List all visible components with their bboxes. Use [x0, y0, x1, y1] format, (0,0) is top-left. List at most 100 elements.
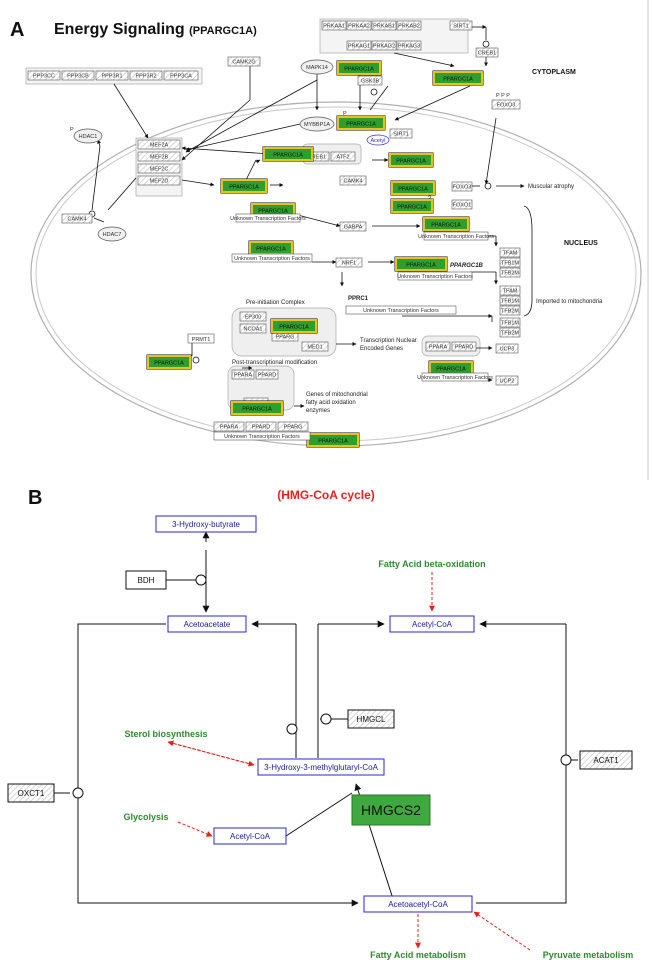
- gene-box-mef2d[interactable]: MEF2D: [137, 175, 181, 186]
- gene-box-ncoa1[interactable]: NCOA1: [239, 323, 267, 334]
- ppargc1a-box[interactable]: PPARGC1A: [390, 198, 434, 214]
- gene-box-camk2g[interactable]: CAMK2G: [227, 56, 261, 67]
- gene-box-ppara[interactable]: PPARA: [231, 369, 255, 380]
- gene-box-ppara[interactable]: PPARA: [425, 341, 451, 352]
- ppargc1a-box[interactable]: PPARGC1A: [230, 400, 284, 416]
- pathway-glycolysis-label: Glycolysis: [123, 812, 168, 822]
- gene-label-creb1: CREB1: [308, 155, 326, 161]
- gene-box-ppard[interactable]: PPARD: [245, 421, 277, 432]
- ppargc1a-box[interactable]: PPARGC1A: [336, 60, 382, 76]
- gene-box-ucp2[interactable]: UCP2: [495, 375, 519, 386]
- gene-box-ppp3r2[interactable]: PPP3R2: [129, 70, 163, 81]
- gene-box-nrf1[interactable]: NRF1: [335, 257, 363, 268]
- ppargc1a-box[interactable]: PPARGC1A: [262, 146, 314, 162]
- ppargc1a-box[interactable]: PPARGC1A: [422, 216, 470, 232]
- unknown-tf-box[interactable]: [235, 213, 301, 223]
- gene-box-ppara[interactable]: PPARA: [213, 421, 245, 432]
- ppargc1a-box[interactable]: PPARGC1A: [390, 180, 436, 196]
- gene-box-foxo3[interactable]: FOXO3: [451, 181, 473, 192]
- gene-box-pparg[interactable]: PPARG: [277, 421, 309, 432]
- gene-box-ppp3ca[interactable]: PPP3CA: [163, 70, 199, 81]
- hmgcs2-box[interactable]: [351, 794, 431, 826]
- gene-box-creb1[interactable]: CREB1: [475, 47, 499, 58]
- ppargc1a-box[interactable]: PPARGC1A: [336, 115, 386, 131]
- gene-box-tfb2m[interactable]: TFB2M: [499, 267, 521, 278]
- ppargc1a-box[interactable]: PPARGC1A: [394, 256, 448, 272]
- gene-box-ucp3[interactable]: UCP3: [495, 343, 519, 354]
- gene-box-ppard[interactable]: PPARD: [255, 369, 279, 380]
- tne-genes-label-2: Encoded Genes: [360, 346, 403, 352]
- gene-box-tfam[interactable]: TFAM: [499, 247, 521, 258]
- gene-box-tfb1m[interactable]: TFB1M: [499, 295, 521, 306]
- acat1-box[interactable]: [579, 750, 633, 770]
- gene-box-ppp3r1[interactable]: PPP3R1: [95, 70, 129, 81]
- hdac1-node[interactable]: [73, 128, 103, 144]
- gene-box-prkaa1[interactable]: PRKAA1: [321, 20, 347, 31]
- gene-box-ppp3cb[interactable]: PPP3CB: [61, 70, 95, 81]
- gene-box-rect: [449, 20, 473, 31]
- gene-box-rect: [346, 40, 372, 51]
- mapk14-node[interactable]: [300, 59, 334, 75]
- acetyl-coa-top-box[interactable]: [389, 615, 475, 633]
- gene-box-gsk3b[interactable]: GSK3B: [357, 75, 383, 86]
- unknown-tf-box[interactable]: [397, 271, 473, 281]
- ppargc1a-box[interactable]: PPARGC1A: [146, 354, 192, 370]
- bdh-box[interactable]: [125, 570, 167, 590]
- gene-box-tfb2m[interactable]: TFB2M: [499, 327, 521, 338]
- gene-box-foxo3[interactable]: FOXO3: [491, 99, 521, 110]
- gene-box-tfam[interactable]: TFAM: [499, 285, 521, 296]
- unknown-tf-box[interactable]: [421, 372, 489, 382]
- gene-box-camk4[interactable]: CAMK4: [61, 213, 93, 224]
- gene-box-rect: [491, 99, 521, 110]
- acetyl-coa-bottom-box[interactable]: [213, 827, 287, 845]
- gene-box-sirt1[interactable]: SIRT1: [389, 128, 413, 139]
- gene-box-ppp3cc[interactable]: PPP3CC: [27, 70, 61, 81]
- gene-box-mef2b[interactable]: MEF2B: [137, 151, 181, 162]
- ppargc1a-box[interactable]: PPARGC1A: [270, 318, 318, 334]
- unknown-tf-box[interactable]: [213, 431, 311, 441]
- unknown-tf-box[interactable]: [423, 231, 489, 241]
- gene-box-rect: [425, 341, 451, 352]
- gene-box-atf2[interactable]: ATF2: [330, 151, 356, 162]
- gene-box-tfb1m[interactable]: TFB1M: [499, 257, 521, 268]
- ppargc1a-box[interactable]: PPARGC1A: [388, 152, 434, 168]
- gene-box-sirt1[interactable]: SIRT1: [449, 20, 473, 31]
- gene-box-mef2a[interactable]: MEF2A: [137, 139, 181, 150]
- hmgcl-box[interactable]: [347, 709, 395, 729]
- gene-box-prkaa2[interactable]: PRKAA2: [346, 20, 372, 31]
- ppargc1a-box[interactable]: PPARGC1A: [220, 178, 268, 194]
- ppargc1a-box[interactable]: PPARGC1A: [306, 432, 360, 448]
- hydroxybutyrate-box[interactable]: [155, 515, 257, 533]
- gene-box-foxo1[interactable]: FOXO1: [451, 199, 473, 210]
- gene-box-prkag3[interactable]: PRKAG3: [396, 40, 422, 51]
- gene-box-prkab1[interactable]: PRKAB1: [371, 20, 397, 31]
- acetoacetyl-coa-box[interactable]: [363, 895, 473, 913]
- unknown-tf-box[interactable]: [231, 253, 313, 263]
- ppargc1a-box[interactable]: PPARGC1A: [432, 70, 484, 86]
- hdac7-node[interactable]: [97, 226, 127, 242]
- gene-box-gabpa[interactable]: GABPA: [339, 221, 367, 232]
- hmg-coa-box[interactable]: [257, 758, 385, 776]
- acetyl-label: Acetyl: [371, 138, 386, 144]
- gene-box-prkab2[interactable]: PRKAB2: [396, 20, 422, 31]
- gene-box-prkag1[interactable]: PRKAG1: [346, 40, 372, 51]
- post-trans-label: Post-transcriptional modification: [232, 360, 317, 366]
- fao-genes-label-3: enzymes: [306, 408, 330, 414]
- gene-box-rect: [137, 151, 181, 162]
- gene-box-camk4[interactable]: CAMK4: [339, 175, 367, 186]
- unknown-tf-box[interactable]: [345, 305, 457, 315]
- oxct1-box[interactable]: [7, 783, 55, 803]
- gene-box-rect: [389, 128, 413, 139]
- prmt1-box[interactable]: [187, 333, 215, 344]
- gene-box-tfb1m[interactable]: TFB1M: [499, 317, 521, 328]
- ppargc1a-box[interactable]: PPARGC1A: [248, 240, 294, 256]
- acetoacetate-box[interactable]: [167, 615, 247, 633]
- mybbp1a-node[interactable]: [299, 116, 335, 132]
- gene-box-med1[interactable]: MED1: [301, 341, 329, 352]
- gene-box-tfb2m[interactable]: TFB2M: [499, 305, 521, 316]
- gene-box-ppard[interactable]: PPARD: [451, 341, 477, 352]
- gene-box-prkag2[interactable]: PRKAG2: [371, 40, 397, 51]
- gene-box-mef2c[interactable]: MEF2C: [137, 163, 181, 174]
- gene-box-ep300[interactable]: EP300: [239, 311, 267, 322]
- gene-label-ncoa1: NCOA1: [244, 327, 263, 333]
